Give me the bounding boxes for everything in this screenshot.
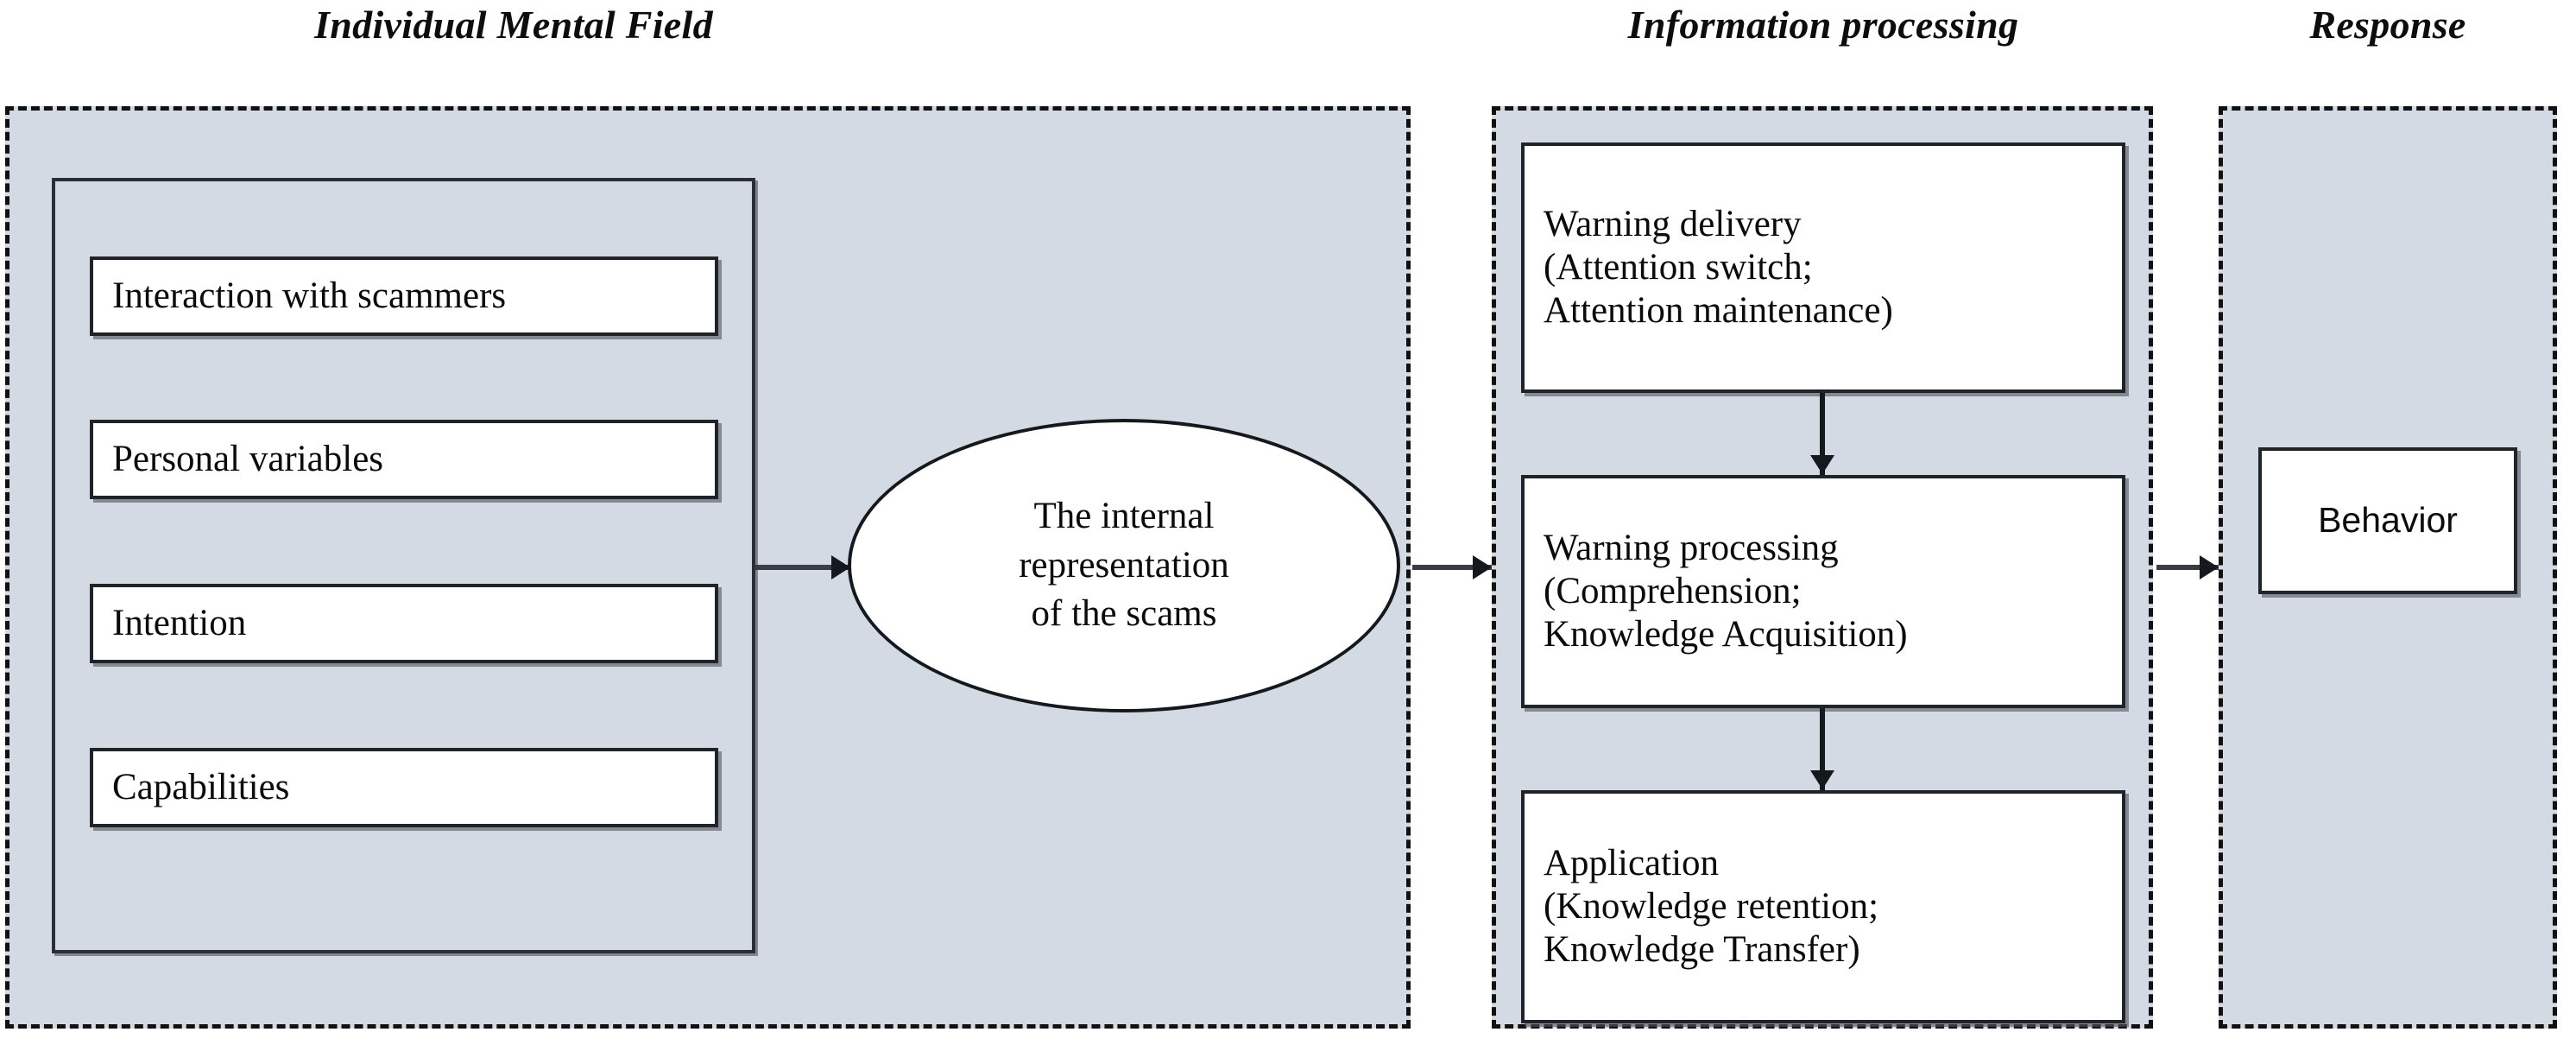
arrow-inner-to-ellipse-icon	[831, 555, 850, 579]
arrow-information-processing-to-response-icon	[2200, 555, 2219, 579]
arrow-warning-processing-to-application-icon	[1810, 770, 1834, 789]
box-interaction-with-scammers[interactable]: Interaction with scammers	[90, 256, 718, 336]
ellipse-internal-representation[interactable]: The internal representation of the scams	[848, 419, 1400, 712]
box-warning-processing-label: Warning processing (Comprehension; Knowl…	[1544, 528, 1908, 655]
box-capabilities[interactable]: Capabilities	[90, 748, 718, 827]
connector-mental-field-to-information-processing	[1412, 565, 1495, 570]
box-intention-label: Intention	[112, 603, 247, 644]
connector-warning-delivery-to-warning-processing	[1820, 393, 1825, 476]
box-interaction-with-scammers-label: Interaction with scammers	[112, 275, 507, 317]
box-personal-variables[interactable]: Personal variables	[90, 420, 718, 499]
section-title-individual-mental-field: Individual Mental Field	[314, 3, 713, 47]
section-title-response: Response	[2309, 3, 2466, 47]
box-behavior-label: Behavior	[2318, 500, 2458, 541]
box-warning-delivery-label: Warning delivery (Attention switch; Atte…	[1544, 204, 1893, 331]
box-capabilities-label: Capabilities	[112, 767, 290, 808]
box-personal-variables-label: Personal variables	[112, 439, 384, 480]
ellipse-internal-representation-label: The internal representation of the scams	[1019, 495, 1229, 635]
box-application-label: Application (Knowledge retention; Knowle…	[1544, 843, 1879, 970]
arrow-warning-delivery-to-warning-processing-icon	[1810, 455, 1834, 474]
connector-inner-to-ellipse	[755, 565, 850, 570]
section-title-information-processing: Information processing	[1627, 3, 2019, 47]
box-warning-processing[interactable]: Warning processing (Comprehension; Knowl…	[1521, 475, 2125, 708]
box-intention[interactable]: Intention	[90, 584, 718, 663]
box-application[interactable]: Application (Knowledge retention; Knowle…	[1521, 790, 2125, 1023]
box-behavior[interactable]: Behavior	[2258, 447, 2517, 594]
connector-warning-processing-to-application	[1820, 708, 1825, 791]
box-warning-delivery[interactable]: Warning delivery (Attention switch; Atte…	[1521, 142, 2125, 393]
arrow-mental-field-to-information-processing-icon	[1473, 555, 1492, 579]
connector-information-processing-to-response	[2156, 565, 2220, 570]
